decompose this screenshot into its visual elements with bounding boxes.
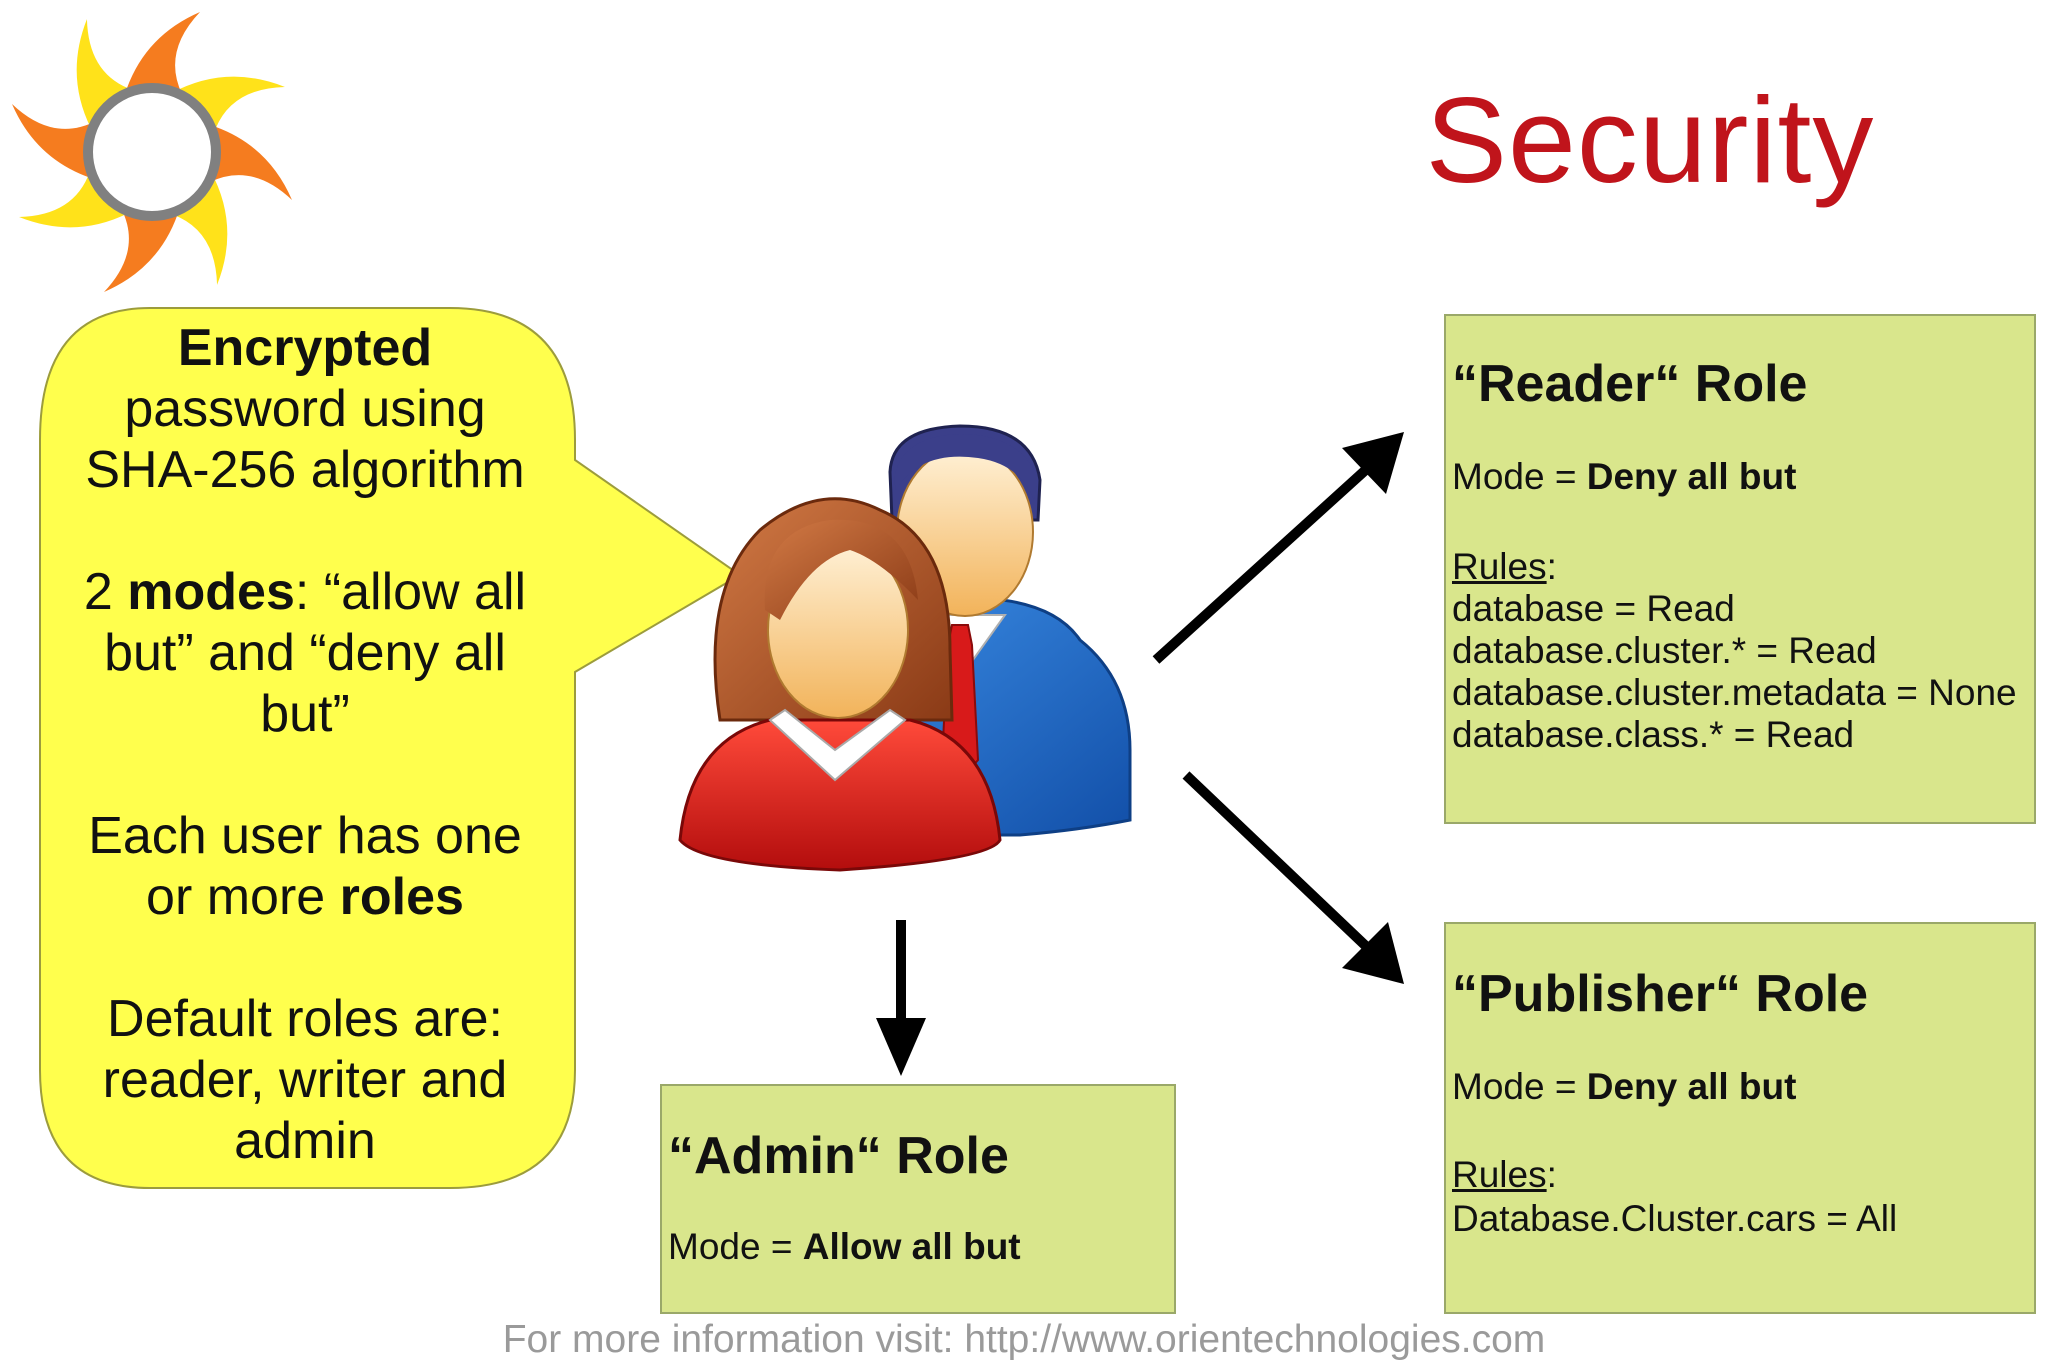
bubble-para-roles: Each user has one or more roles: [88, 807, 522, 926]
logo-petal: [124, 12, 200, 97]
logo-petal: [104, 207, 180, 292]
publisher-role-title: “Publisher“ Role: [1452, 965, 1869, 1023]
users-icon: [678, 424, 1132, 872]
admin-role-box: “Admin“ Role Mode = Allow all but: [660, 1084, 1176, 1314]
speech-bubble: [39, 307, 742, 1189]
reader-rule: database.cluster.metadata = None: [1452, 672, 2017, 713]
bubble-para-defaults: Default roles are: reader, writer and ad…: [102, 990, 508, 1170]
bubble-para-modes: 2 modes: “allow all but” and “deny all b…: [83, 563, 527, 743]
logo-petal: [207, 124, 292, 200]
reader-rule: database = Read: [1452, 588, 1735, 629]
sun-logo-icon: [12, 12, 292, 292]
publisher-rule: Database.Cluster.cars = All: [1452, 1198, 1898, 1239]
publisher-mode: Mode = Deny all but: [1452, 1066, 1797, 1107]
footer-link-text: For more information visit: http://www.o…: [502, 1318, 1546, 1361]
publisher-role-box: “Publisher“ Role Mode = Deny all but Rul…: [1444, 922, 2036, 1314]
reader-role-box: “Reader“ Role Mode = Deny all but Rules:…: [1444, 314, 2036, 824]
reader-role-title: “Reader“ Role: [1452, 355, 1808, 413]
admin-mode: Mode = Allow all but: [668, 1226, 1021, 1267]
page-title: Security: [1425, 72, 1875, 208]
arrow-to-publisher: [1182, 771, 1404, 984]
admin-role-title: “Admin“ Role: [668, 1127, 1009, 1185]
reader-rules-label: Rules:: [1452, 546, 1557, 587]
arrow-to-admin: [876, 920, 926, 1076]
logo-petal: [12, 104, 97, 180]
reader-mode: Mode = Deny all but: [1452, 456, 1797, 497]
reader-rule: database.cluster.* = Read: [1452, 630, 1877, 671]
publisher-rules-label: Rules:: [1452, 1154, 1557, 1195]
reader-rule: database.class.* = Read: [1452, 714, 1855, 755]
